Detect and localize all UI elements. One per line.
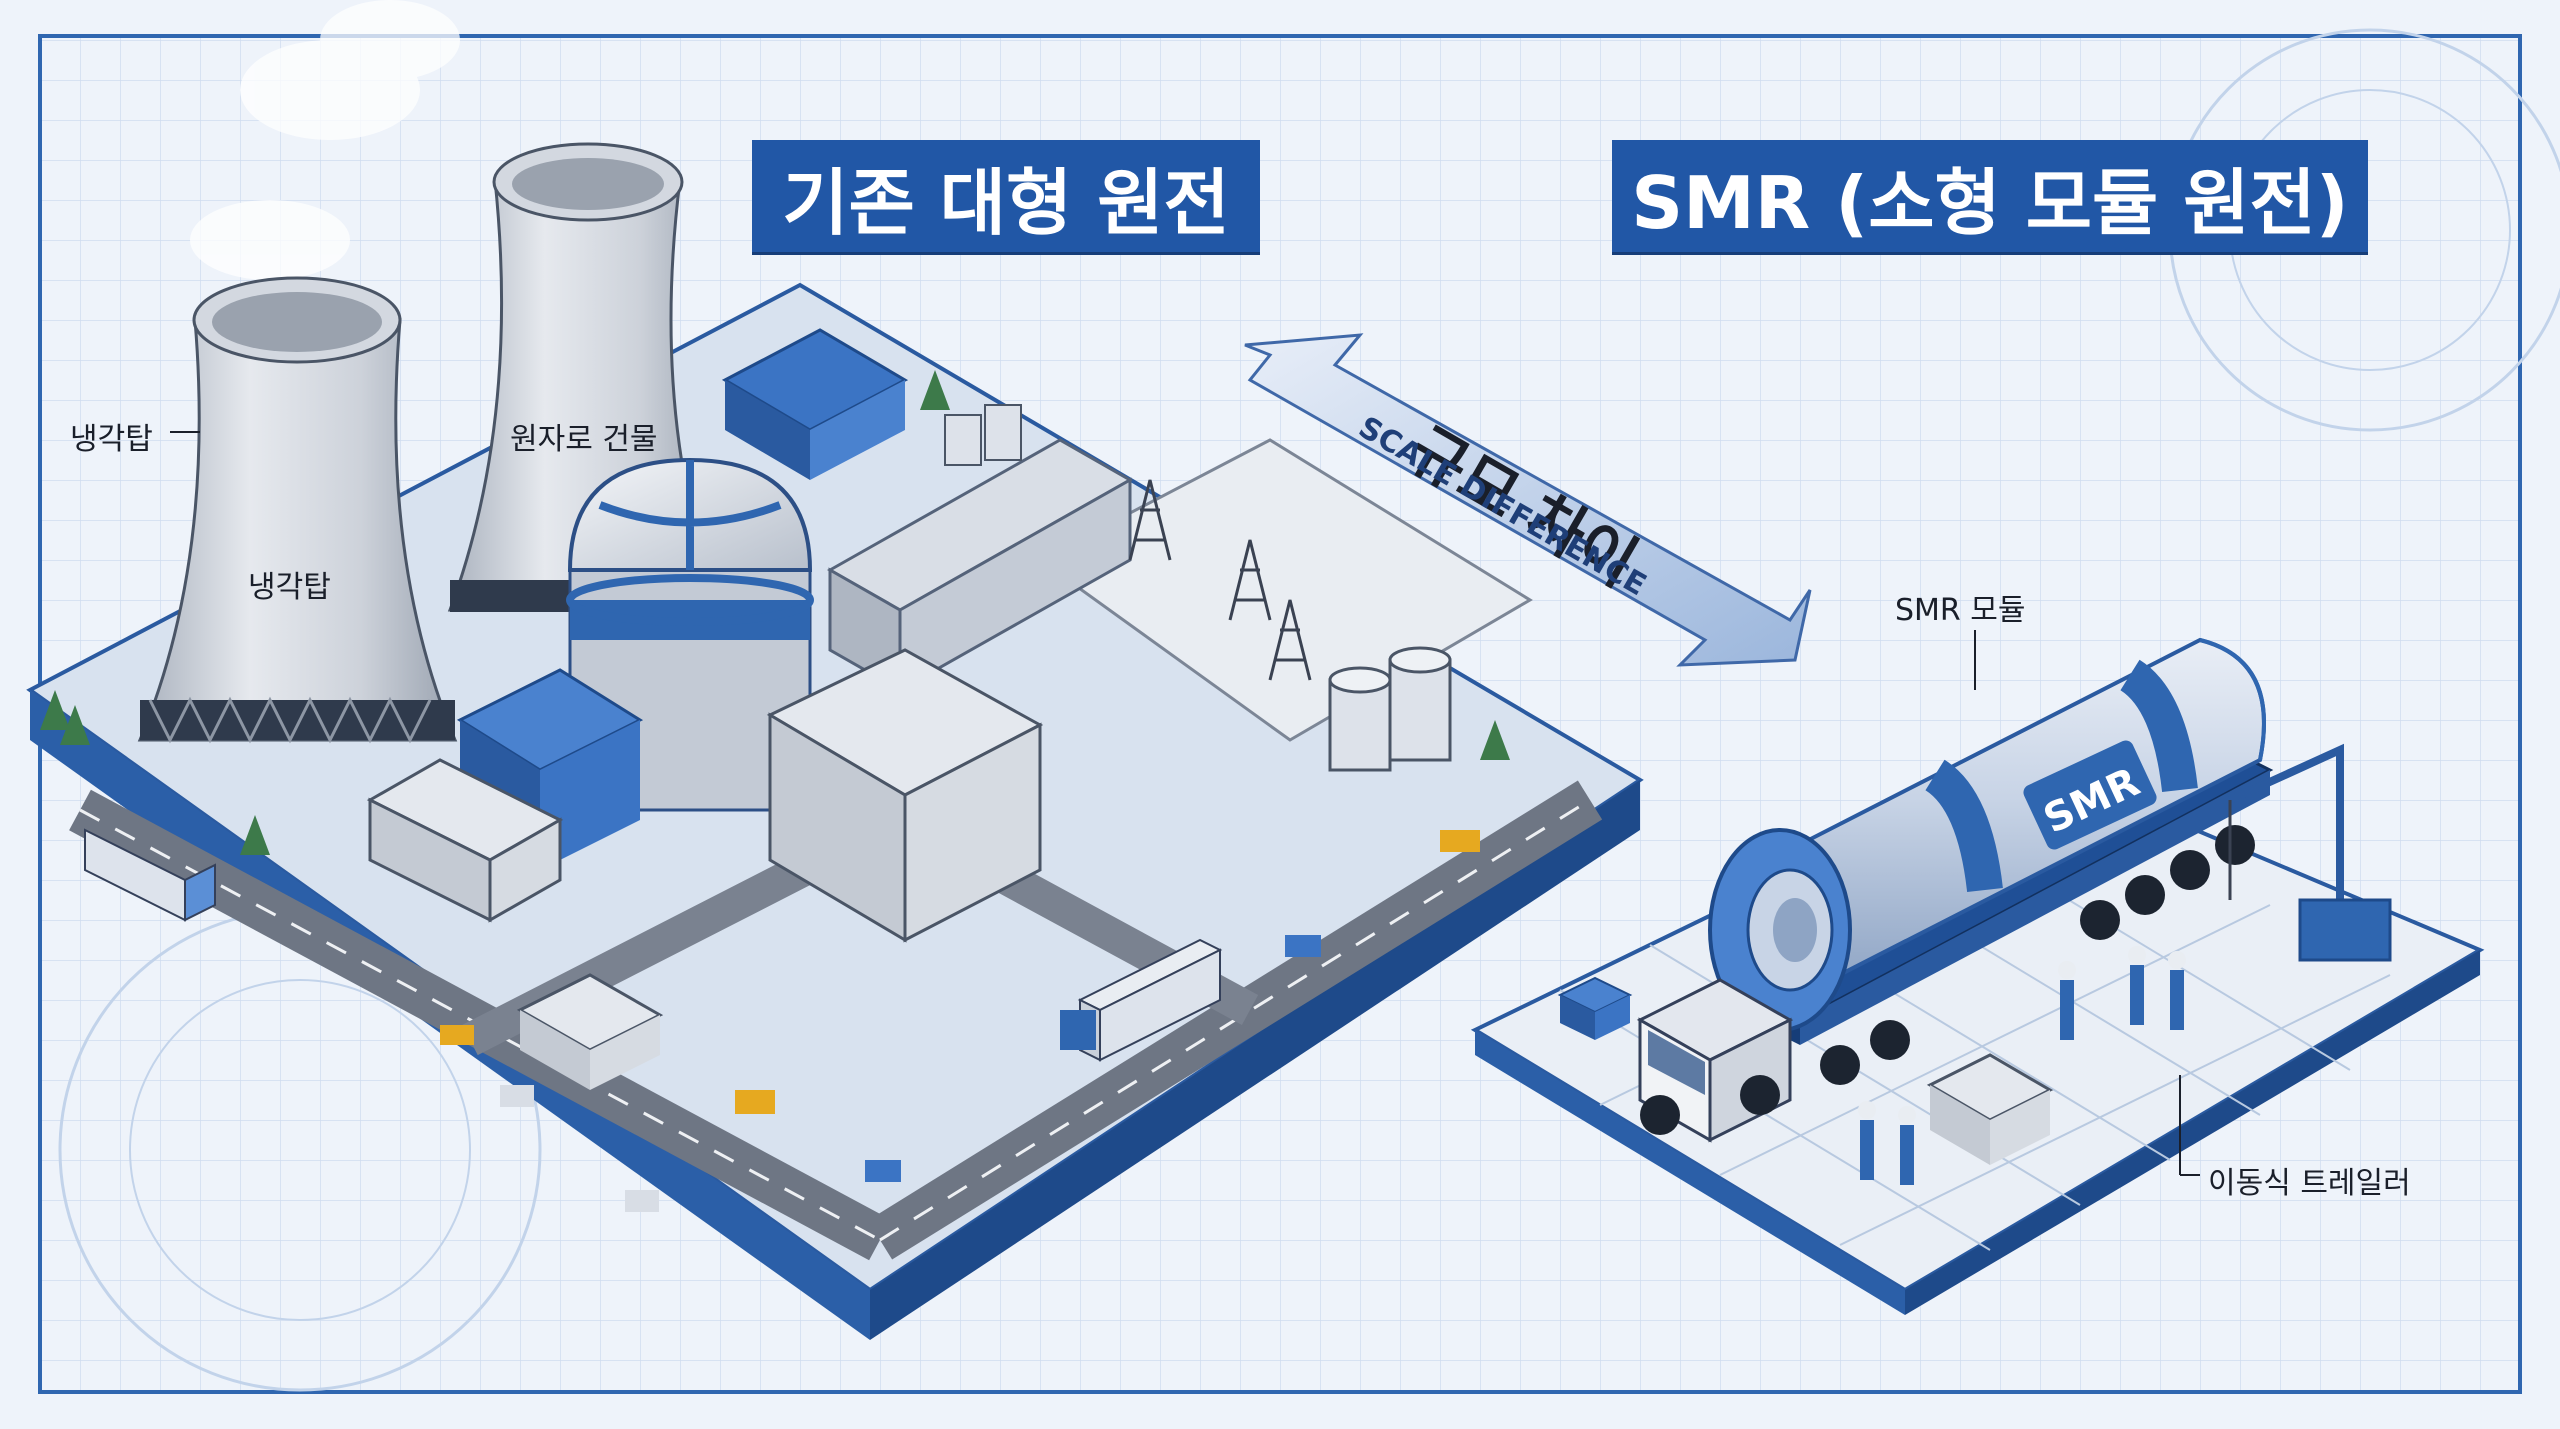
warehouse-top [721,328,909,480]
generator-unit [1557,976,1633,1040]
label-smr-module: SMR 모듈 [1895,593,2026,628]
auxiliary-building [766,648,1044,943]
workers [1858,946,2186,1185]
truck-cab [1636,978,1794,1143]
storage-tanks [944,404,1452,772]
vehicles-left [84,828,1480,1212]
label-mobile-trailer: 이동식 트레일러 [2208,1166,2411,1201]
office-building [366,758,564,923]
steam-plumes [190,0,460,280]
label-reactor-building: 원자로 건물 [510,422,658,457]
trees [40,370,1510,855]
transmission-towers [1128,479,1312,681]
title-conventional-plant: 기존 대형 원전 [752,140,1260,252]
crane [2228,743,2392,962]
small-building [516,973,664,1090]
label-cooling-tower-body: 냉각탑 [248,570,331,605]
smr-vessel [1708,637,2266,1032]
label-cooling-tower: 냉각탑 [70,422,153,457]
scale-difference-arrow [1244,333,1812,667]
control-station [1926,1053,2054,1165]
cooling-tower-left [137,276,458,744]
leader-lines [170,431,2200,1176]
title-smr: SMR (소형 모듈 원전) [1612,140,2368,252]
